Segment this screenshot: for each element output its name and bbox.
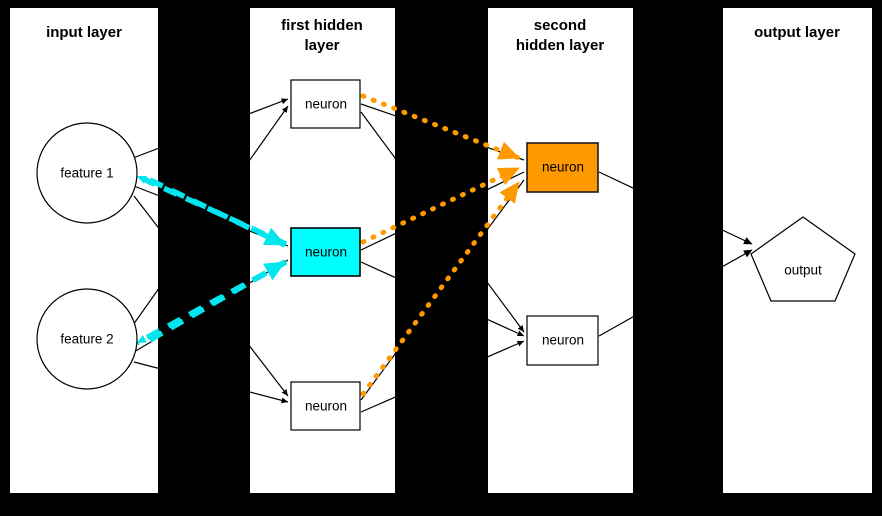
edge-highlight-feature1-to-h1mid — [148, 177, 287, 248]
edges-plain — [132, 98, 753, 413]
panel-title-first-hidden-line1: first hidden — [281, 17, 363, 34]
h1-neuron-top-box[interactable] — [290, 79, 361, 129]
edge-h2top-to-output — [598, 171, 753, 245]
node-h1-neuron-top[interactable]: neuron — [290, 79, 361, 129]
node-h1-neuron-mid-highlighted[interactable]: neuron — [290, 227, 361, 277]
edge-highlight-feature2-to-h1mid — [148, 259, 287, 343]
feature-2-circle[interactable] — [36, 288, 138, 390]
h2-neuron-top-box[interactable] — [526, 142, 599, 193]
h1-neuron-bottom-label: neuron — [305, 399, 347, 414]
edge-h2bottom-to-output — [598, 249, 753, 337]
h2-neuron-bottom-label: neuron — [542, 333, 584, 348]
panel-title-first-hidden-line2: layer — [304, 37, 339, 54]
feature-2-label: feature 2 — [60, 332, 113, 347]
edge-feature1-to-h1bottom — [133, 195, 289, 397]
edge-h1top-to-h2bottom — [360, 111, 525, 333]
panel-title-input: input layer — [46, 24, 122, 41]
h1-neuron-top-label: neuron — [305, 97, 347, 112]
edges-orange-highlight — [360, 93, 522, 397]
feature-1-label: feature 1 — [60, 166, 113, 181]
edge-h1mid-to-h2bottom — [360, 261, 525, 337]
panel-input-layer: input layer — [10, 8, 158, 493]
edge-highlight-h1bottom-to-h2top — [360, 179, 522, 397]
output-label: output — [784, 263, 822, 278]
edge-h1bottom-to-h2top — [360, 179, 525, 401]
node-feature-2[interactable]: feature 2 — [36, 288, 138, 390]
node-h2-neuron-top-highlighted[interactable]: neuron — [526, 142, 599, 193]
panel-second-hidden-layer: second hidden layer — [488, 8, 633, 493]
edge-h1bottom-to-h2bottom — [360, 340, 525, 413]
edges-cyan-highlight — [135, 173, 288, 346]
node-feature-1[interactable]: feature 1 — [36, 122, 138, 224]
panel-title-output: output layer — [754, 24, 840, 41]
h2-neuron-bottom-box[interactable] — [526, 315, 599, 366]
h1-neuron-mid-box[interactable] — [290, 227, 361, 277]
node-h1-neuron-bottom[interactable]: neuron — [290, 381, 361, 431]
panel-background-input — [10, 8, 158, 493]
edge-feature2-to-h1bottom — [133, 361, 289, 404]
h1-neuron-bottom-box[interactable] — [290, 381, 361, 431]
h1-neuron-mid-label: neuron — [305, 245, 347, 260]
node-output[interactable]: output — [750, 216, 856, 302]
output-pentagon[interactable] — [750, 216, 856, 302]
node-h2-neuron-bottom[interactable]: neuron — [526, 315, 599, 366]
feature-1-circle[interactable] — [36, 122, 138, 224]
panel-background-second-hidden — [488, 8, 633, 493]
panel-title-second-hidden-line2: hidden layer — [516, 37, 605, 54]
h2-neuron-top-label: neuron — [542, 160, 584, 175]
edge-feature1-to-h1top — [132, 98, 289, 159]
edge-h1mid-to-h2top — [360, 171, 525, 251]
panel-title-second-hidden-line1: second — [534, 17, 587, 34]
edge-highlight-h1mid-to-h2top — [360, 165, 522, 245]
